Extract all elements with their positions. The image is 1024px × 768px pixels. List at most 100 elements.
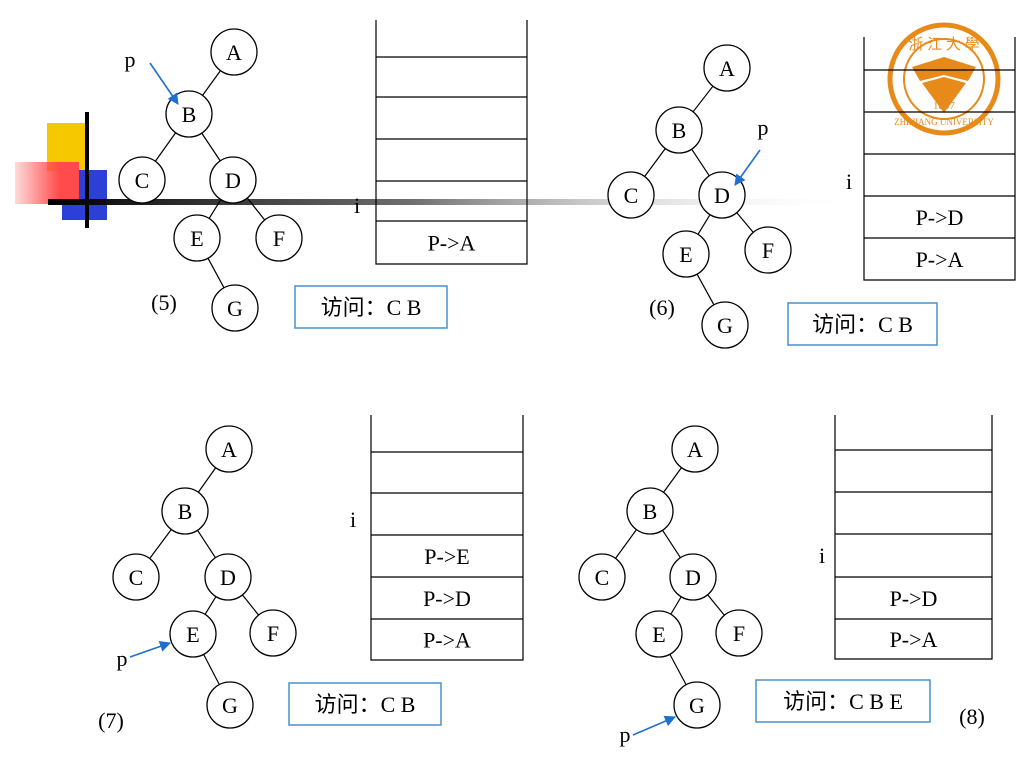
tree-node-a: A xyxy=(205,425,253,473)
logo-year-text: 1897 xyxy=(933,100,956,112)
tree-node-label: B xyxy=(182,102,197,127)
stack-index-label: i xyxy=(350,507,356,532)
tree-edge-d-f xyxy=(246,197,266,221)
step-label: (7) xyxy=(98,708,124,733)
pointer-arrow xyxy=(734,149,761,186)
tree-edge-d-f xyxy=(707,594,725,616)
tree-node-label: A xyxy=(221,437,237,462)
stack-index-label: i xyxy=(819,543,825,568)
tree-node-label: D xyxy=(685,565,701,590)
tree-node-circle xyxy=(673,681,721,729)
tree-edge-e-g xyxy=(696,273,715,306)
tree-edge-b-c xyxy=(644,148,666,177)
stack-index-label: i xyxy=(846,169,852,194)
tree-node-a: A xyxy=(671,425,719,473)
pointer-label: p xyxy=(620,722,631,747)
tree-node-c: C xyxy=(607,171,655,219)
visit-box: 访问：C B xyxy=(787,302,938,346)
tree-edge-d-f xyxy=(241,594,260,616)
visit-text: 访问：C B E xyxy=(783,689,903,714)
visit-box-border xyxy=(288,682,442,726)
stack-item: P->A xyxy=(916,247,964,272)
tree-node-label: C xyxy=(624,183,639,208)
tree-node-circle xyxy=(703,44,751,92)
tree-node-circle xyxy=(626,487,674,535)
tree-node-circle xyxy=(211,284,259,332)
stack-item: P->D xyxy=(890,586,938,611)
tree-edge-a-b xyxy=(663,467,682,493)
tree-edge-b-c xyxy=(154,132,177,162)
tree-node-label: D xyxy=(220,565,236,590)
tree-node-circle xyxy=(578,553,626,601)
stack-item: P->D xyxy=(423,586,471,611)
logo-bottom-text: ZHEJIANG UNIVERSITY xyxy=(894,117,994,127)
tree-node-label: A xyxy=(719,56,735,81)
tree-node-d: D xyxy=(209,156,257,204)
tree-node-f: F xyxy=(744,226,792,274)
tree-node-circle xyxy=(671,425,719,473)
visit-text: 访问：C B xyxy=(315,692,416,717)
tree-node-label: G xyxy=(222,693,238,718)
tree-node-label: A xyxy=(687,437,703,462)
tree-node-c: C xyxy=(578,553,626,601)
tree-node-label: F xyxy=(733,621,745,646)
tree-node-label: E xyxy=(679,242,692,267)
pointer-label: p xyxy=(758,115,769,140)
tree-edge-a-b xyxy=(692,85,714,113)
tree-node-e: E xyxy=(635,610,683,658)
tree-node-circle xyxy=(161,487,209,535)
stack-outline xyxy=(370,415,524,661)
step-label: (5) xyxy=(151,290,177,315)
tree-node-b: B xyxy=(161,487,209,535)
tree-edge-a-b xyxy=(202,70,221,96)
tree-node-e: E xyxy=(169,610,217,658)
panel-8: A B C DE F Gp P->DP->A i 访问：C B E (8) xyxy=(578,415,993,747)
ornament-red-square xyxy=(15,162,79,204)
tree-node-e: E xyxy=(173,214,221,262)
tree-node-circle xyxy=(744,226,792,274)
slide-ornament xyxy=(15,112,860,228)
tree-node-circle xyxy=(607,171,655,219)
tree-node-f: F xyxy=(255,214,303,262)
tree-edge-b-d xyxy=(197,529,216,559)
tree-node-circle xyxy=(701,301,749,349)
ornament-horizontal-bar xyxy=(48,199,860,205)
tree-edge-e-g xyxy=(669,653,687,686)
tree-edge-b-c xyxy=(149,529,172,559)
tree-node-c: C xyxy=(118,156,166,204)
tree-node-circle xyxy=(173,214,221,262)
tree-node-circle xyxy=(249,609,297,657)
tree-node-circle xyxy=(715,609,763,657)
tree-node-d: D xyxy=(204,553,252,601)
tree-node-label: B xyxy=(643,499,658,524)
tree-node-circle xyxy=(210,28,258,76)
tree-edge-e-g xyxy=(207,257,225,289)
tree-node-label: C xyxy=(595,565,610,590)
stack: P->EP->DP->A xyxy=(370,415,524,661)
tree-edge-e-g xyxy=(203,654,220,685)
step-label: (8) xyxy=(959,704,985,729)
tree-edge-d-e xyxy=(204,596,217,615)
tree-node-g: G xyxy=(701,301,749,349)
visit-box-border xyxy=(755,679,931,723)
tree-node-circle xyxy=(204,553,252,601)
pointer-arrow xyxy=(129,641,172,658)
logo-top-text: 浙 江 大 學 xyxy=(908,35,979,53)
stack: P->DP->A xyxy=(834,415,993,660)
tree-node-label: F xyxy=(762,238,774,263)
tree-node-f: F xyxy=(715,609,763,657)
tree-node-circle xyxy=(698,171,746,219)
tree-node-g: G xyxy=(673,681,721,729)
tree-node-label: B xyxy=(672,118,687,143)
tree-node-label: C xyxy=(129,565,144,590)
tree-edge-d-e xyxy=(208,199,222,219)
tree-node-label: D xyxy=(225,168,241,193)
tree-node-circle xyxy=(255,214,303,262)
tree-node-g: G xyxy=(206,681,254,729)
visit-text: 访问：C B xyxy=(812,312,913,337)
tree-node-label: G xyxy=(717,313,733,338)
tree-edge-d-f xyxy=(736,212,754,233)
